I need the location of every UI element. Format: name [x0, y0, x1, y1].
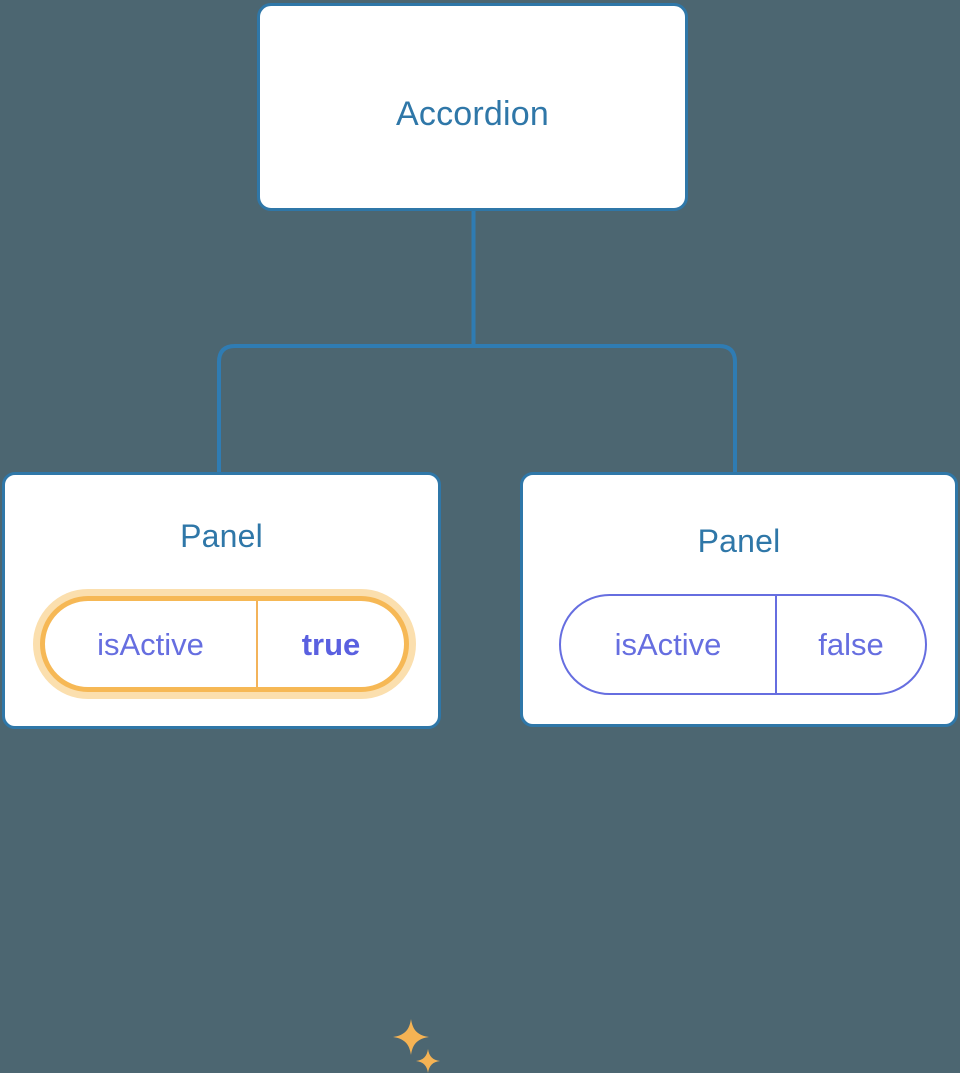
prop-pill-highlight-wrapper: isActive true	[33, 589, 416, 699]
prop-key-label: isActive	[561, 596, 777, 693]
prop-key-label: isActive	[45, 601, 258, 687]
tree-node-panel-active[interactable]: Panel isActive true	[2, 472, 441, 1073]
component-tree-canvas: Accordion Panel isActive true Panel isAc…	[2, 3, 958, 1073]
sparkle-icon	[416, 1049, 440, 1073]
tree-node-panel-inactive[interactable]: Panel isActive false	[520, 472, 958, 727]
connector-branch-bus	[217, 344, 737, 472]
prop-value-label: true	[301, 626, 361, 662]
node-title-accordion: Accordion	[396, 95, 549, 133]
prop-pill-isactive-true[interactable]: isActive true	[40, 596, 409, 692]
node-title-panel-active: Panel	[180, 518, 263, 554]
tree-node-accordion[interactable]: Accordion	[257, 3, 688, 211]
prop-value-label: false	[818, 627, 884, 662]
node-title-panel-inactive: Panel	[697, 523, 781, 559]
prop-pill-isactive-false[interactable]: isActive false	[559, 594, 927, 695]
